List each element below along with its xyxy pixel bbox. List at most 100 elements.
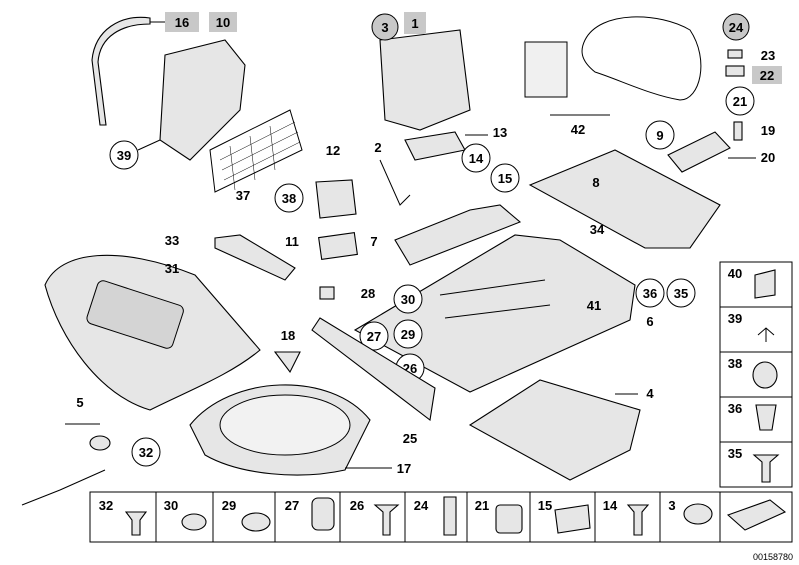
pad-28 (319, 286, 335, 300)
bottom-legend-15: 15 (538, 498, 552, 513)
side-legend-38: 38 (728, 356, 742, 371)
clip-23 (727, 49, 743, 59)
label-circle-9 (645, 120, 675, 150)
bottom-legend-21-icon (495, 504, 523, 534)
diagram-reference-number: 00158780 (752, 552, 793, 562)
label-circle-30 (393, 284, 423, 314)
floor-carrier (528, 149, 721, 249)
label-32: 32 (139, 445, 153, 460)
bottom-legend-24: 24 (414, 498, 429, 513)
bottom-legend-30: 30 (164, 498, 178, 513)
side-legend: 40 39 38 36 35 (719, 261, 793, 488)
label-circle-15 (490, 163, 520, 193)
label-16: 16 (175, 15, 189, 30)
label-10: 10 (216, 15, 230, 30)
bottom-legend-27-icon (311, 497, 335, 531)
label-box-1 (404, 12, 426, 34)
label-9: 9 (656, 128, 663, 143)
bottom-legend-32-icon (124, 511, 148, 536)
bottom-legend-29-icon (241, 512, 271, 532)
side-legend-39: 39 (728, 311, 742, 326)
trunk-carpet (353, 234, 636, 393)
label-box-16 (165, 12, 199, 32)
label-22: 22 (760, 68, 774, 83)
tool-lever (444, 304, 551, 319)
bar-33 (214, 234, 296, 281)
label-31: 31 (165, 261, 179, 276)
bottom-legend-21: 21 (475, 498, 489, 513)
label-8: 8 (592, 175, 599, 190)
label-38: 38 (282, 191, 296, 206)
bottom-legend-3-icon (683, 503, 713, 525)
label-6: 6 (646, 314, 653, 329)
side-legend-36: 36 (728, 401, 742, 416)
label-circle-29 (393, 319, 423, 349)
label-17: 17 (397, 461, 411, 476)
side-legend-38-icon (752, 361, 778, 389)
bottom-legend-15-icon (554, 504, 591, 534)
side-legend-35-icon (752, 454, 780, 483)
label-14: 14 (469, 151, 484, 166)
label-12: 12 (326, 143, 340, 158)
label-5: 5 (76, 395, 83, 410)
plug-18 (273, 351, 301, 374)
tool-wrench (439, 279, 546, 296)
cable-loop (581, 16, 702, 101)
label-circle-24 (722, 13, 750, 41)
clip-19 (733, 121, 743, 141)
label-circle-14 (461, 143, 491, 173)
bracket-2 (379, 159, 411, 206)
bottom-legend: 32 30 29 27 26 24 21 15 14 3 (89, 491, 793, 543)
label-box-10 (209, 12, 237, 32)
label-24: 24 (729, 20, 744, 35)
label-20: 20 (761, 150, 775, 165)
vent-grille (667, 131, 731, 173)
label-41: 41 (587, 298, 601, 313)
mat-corner-icon (726, 499, 787, 531)
bottom-legend-30-icon (181, 513, 207, 531)
label-11: 11 (285, 234, 299, 249)
lid-recess (86, 280, 184, 349)
cap-5 (89, 435, 111, 451)
loading-edge-trim (311, 317, 436, 421)
label-15: 15 (498, 171, 512, 186)
holder-12 (315, 179, 357, 219)
label-circle-21 (725, 86, 755, 116)
label-23: 23 (761, 48, 775, 63)
bottom-legend-14: 14 (603, 498, 618, 513)
label-42: 42 (571, 122, 585, 137)
strap-5 (21, 469, 106, 506)
bottom-legend-3: 3 (668, 498, 675, 513)
tray-13 (404, 131, 466, 161)
bottom-legend-24-icon (443, 496, 457, 536)
label-25: 25 (403, 431, 417, 446)
label-30: 30 (401, 292, 415, 307)
label-36: 36 (643, 286, 657, 301)
sealing-strip (91, 16, 151, 126)
label-3: 3 (381, 20, 388, 35)
side-legend-40: 40 (728, 266, 742, 281)
label-7: 7 (370, 234, 377, 249)
bottom-legend-32: 32 (99, 498, 113, 513)
label-27: 27 (367, 329, 381, 344)
side-legend-36-icon (755, 404, 777, 431)
label-plate-11 (318, 231, 358, 261)
side-panel (379, 29, 471, 131)
label-circle-32 (131, 437, 161, 467)
label-13: 13 (493, 125, 507, 140)
bottom-legend-27: 27 (285, 498, 299, 513)
label-35: 35 (674, 286, 688, 301)
label-circle-35 (666, 278, 696, 308)
label-18: 18 (281, 328, 295, 343)
bottom-legend-26-icon (373, 504, 400, 536)
label-29: 29 (401, 327, 415, 342)
label-2: 2 (374, 140, 381, 155)
label-circle-27 (359, 321, 389, 351)
label-circle-3 (371, 13, 399, 41)
label-21: 21 (733, 94, 747, 109)
clip-22 (725, 65, 745, 77)
floor-mat-4 (468, 379, 641, 481)
side-legend-39-icon (757, 327, 775, 342)
well-inner (219, 394, 351, 456)
